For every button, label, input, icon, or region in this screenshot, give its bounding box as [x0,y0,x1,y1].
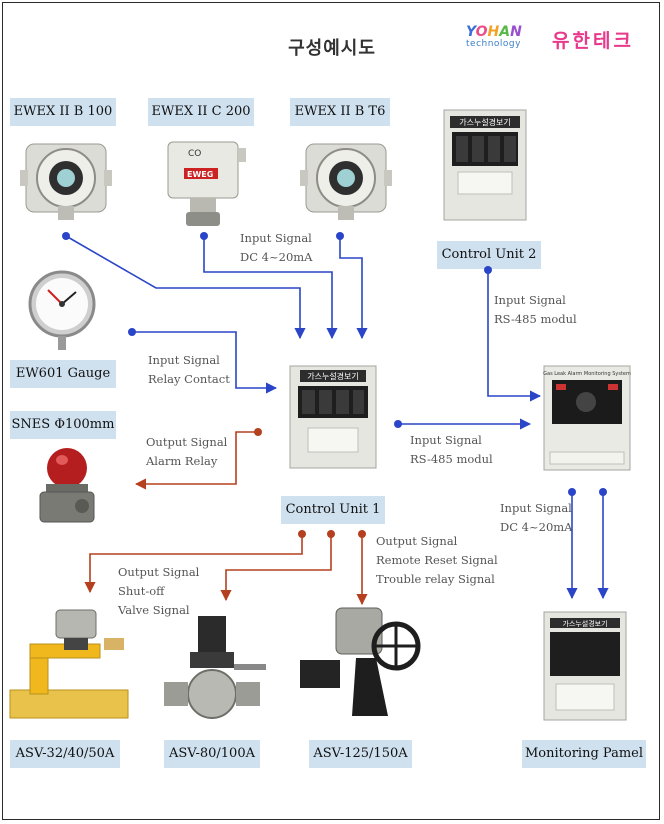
detector-ewex-b100 [20,143,112,220]
svg-text:CO: CO [188,149,201,159]
gauge-ew601 [28,270,96,350]
diagram-title: 구성예시도 [288,38,376,59]
detector-ewex-c200: CO EWEG [167,141,246,226]
valve-asv-large [300,607,421,716]
arrow-cu1-to-siren [134,431,258,490]
valve-asv-small [9,609,129,719]
label-asv-mid: ASV-80/100A [164,740,260,768]
svg-text:가스누설경보기: 가스누설경보기 [307,371,359,381]
label-control-unit-2: Control Unit 2 [437,241,541,269]
logo-subtitle: technology [466,39,521,49]
logo-wordmark: YOHAN [466,24,522,40]
svg-text:EWEG: EWEG [187,170,213,179]
label-ewex-c200: EWEX II C 200 [148,98,254,126]
svg-text:가스누설경보기: 가스누설경보기 [459,117,511,127]
arrow-gauge-to-cu1 [132,331,278,394]
label-asv-large: ASV-125/150A [309,740,412,768]
arrow-cu1-to-asv-mid [220,534,332,602]
label-control-unit-1: Control Unit 1 [281,496,385,524]
svg-text:Gas Leak Alarm Monitoring Syst: Gas Leak Alarm Monitoring System [543,371,631,377]
svg-text:가스누설경보기: 가스누설경보기 [562,619,607,628]
label-ewex-b100: EWEX II B 100 [10,98,116,126]
logo-korean: 유한테크 [552,30,634,52]
label-ew601-gauge: EW601 Gauge [10,360,116,388]
control-unit-1-panel: 가스누설경보기 [289,365,377,469]
valve-asv-mid [164,616,266,719]
label-snes: SNES Φ100mm [10,411,116,439]
detector-ewex-bt6 [300,143,392,220]
siren-snes [39,448,95,523]
monitoring-panel: 가스누설경보기 [543,611,627,721]
company-logo: YOHAN technology 유한테크 [466,24,646,58]
monitoring-system-panel: Gas Leak Alarm Monitoring System [543,365,631,471]
arrow-cu2-to-mon [487,270,542,402]
arrow-bt6-to-cu1 [339,236,368,340]
label-monitoring-panel: Monitoring Pamel [522,740,646,768]
arrow-c200-to-cu1 [203,236,338,340]
arrow-cu1-to-asv-small [84,534,303,594]
label-ewex-bt6: EWEX II B T6 [290,98,390,126]
arrow-b100-to-cu1 [65,235,306,340]
label-asv-small: ASV-32/40/50A [10,740,120,768]
control-unit-2-panel: 가스누설경보기 [443,109,527,221]
